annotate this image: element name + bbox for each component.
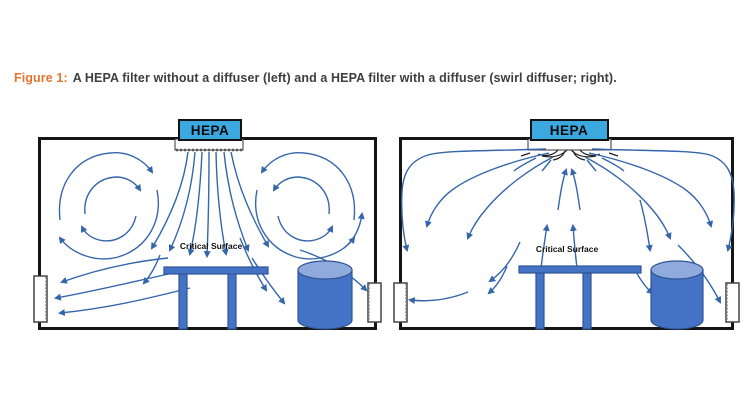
vent-frame xyxy=(367,282,382,323)
swirl-diffuser-icon xyxy=(513,149,625,172)
diffuser-vane xyxy=(572,150,586,161)
airflow-arrow xyxy=(60,257,169,284)
hepa-label: HEPA xyxy=(550,123,589,138)
exhaust-vent-right xyxy=(367,282,382,323)
airflow-arrow xyxy=(488,241,521,283)
diffuser-spread-line xyxy=(541,159,552,172)
diffuser-spread-line xyxy=(586,159,597,172)
vent-frame xyxy=(725,282,740,323)
critical-surface-label: Critical Surface xyxy=(536,244,599,254)
airflow-arrow xyxy=(272,176,330,215)
airflow-arrow xyxy=(584,156,672,240)
airflow-arrow xyxy=(84,176,142,215)
exhaust-vent-right xyxy=(725,282,740,323)
airflow-arrow xyxy=(277,215,333,242)
critical-surface-label: Critical Surface xyxy=(180,241,243,251)
table-leg xyxy=(582,272,592,330)
cylinder-top xyxy=(297,260,353,280)
down-jet-airflow xyxy=(142,151,270,285)
spread-airflow-left xyxy=(401,148,554,305)
diffuser-vane xyxy=(552,150,566,161)
table xyxy=(518,265,642,330)
hepa-box xyxy=(530,119,609,141)
diffuser-spread-line xyxy=(513,157,537,172)
airflow-arrow xyxy=(81,215,137,242)
diffuser-vane xyxy=(520,152,531,157)
airflow-arrow xyxy=(466,156,554,240)
airflow-arrow xyxy=(255,189,356,260)
airflow-arrow xyxy=(343,211,365,249)
airflow-arrow-up xyxy=(569,223,578,269)
table-leg xyxy=(535,272,545,330)
table-leg xyxy=(178,273,188,330)
airflow-arrow xyxy=(251,257,286,305)
vent-frame xyxy=(393,282,408,323)
table-leg xyxy=(227,273,237,330)
figure-caption-label: Figure 1: xyxy=(14,71,68,85)
exhaust-vent-left xyxy=(33,275,48,323)
airflow-arrow xyxy=(168,151,196,252)
cylinder-equipment xyxy=(650,260,704,330)
cylinder-body xyxy=(650,269,704,330)
airflow-arrow xyxy=(203,151,211,259)
airflow-arrow xyxy=(588,152,714,229)
cylinder-body xyxy=(297,269,353,330)
diffuser-vane xyxy=(608,152,619,157)
airflow-arrow-up xyxy=(540,223,550,269)
airflow-arrow xyxy=(424,152,550,229)
airflow-arrow xyxy=(639,199,653,253)
airflow-arrow xyxy=(58,152,154,221)
figure-caption: Figure 1: A HEPA filter without a diffuse… xyxy=(14,71,617,85)
airflow-arrow xyxy=(187,151,203,257)
airflow-arrow xyxy=(58,189,159,260)
figure-caption-text: A HEPA filter without a diffuser (left) … xyxy=(72,71,617,85)
airflow-arrow xyxy=(239,237,268,292)
airflow-arrow xyxy=(260,152,356,221)
airflow-arrow xyxy=(401,148,547,253)
airflow-arrow xyxy=(487,265,508,295)
hepa-label: HEPA xyxy=(191,123,230,138)
airflow-arrow-up xyxy=(557,168,568,211)
airflow-arrow xyxy=(57,287,191,316)
table xyxy=(163,266,269,330)
left-panel: HEPA xyxy=(33,119,382,330)
diffuser-spread-line xyxy=(601,157,625,172)
vent-frame xyxy=(33,275,48,323)
cylinder-equipment xyxy=(297,260,353,330)
airflow-arrow xyxy=(591,148,735,253)
right-panel: HEPA xyxy=(393,119,740,330)
table-top xyxy=(518,265,642,274)
airflow-arrow xyxy=(230,151,270,248)
airflow-arrow xyxy=(142,254,161,285)
vortex-left xyxy=(58,152,159,260)
cylinder-top xyxy=(650,260,704,280)
vortex-right xyxy=(255,152,356,260)
airflow-arrow xyxy=(53,271,179,301)
airflow-arrow-up xyxy=(570,168,581,211)
airflow-arrow xyxy=(150,151,189,250)
airflow-arrow xyxy=(215,151,229,257)
entrainment-airflow xyxy=(540,168,581,269)
table-top xyxy=(163,266,269,275)
exhaust-vent-left xyxy=(393,282,408,323)
airflow-arrow xyxy=(407,291,469,305)
hepa-box xyxy=(178,119,242,141)
airflow-arrow xyxy=(223,151,250,252)
outflow-left xyxy=(53,257,191,316)
